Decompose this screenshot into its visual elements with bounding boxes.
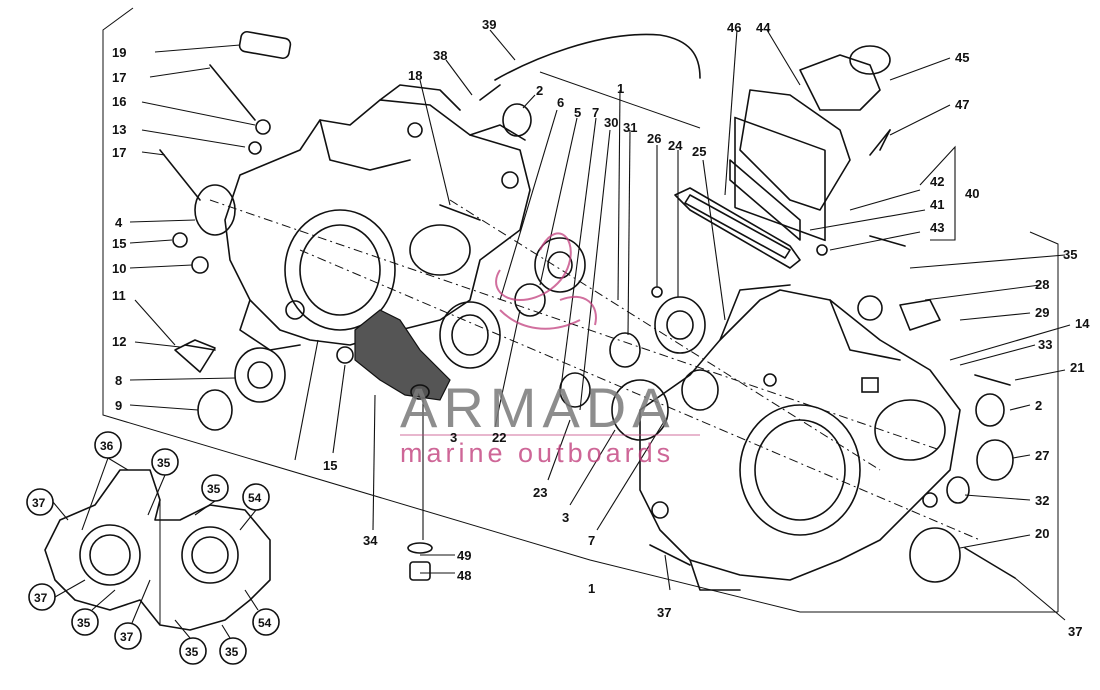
- label-2-top: 2: [536, 83, 543, 98]
- label-23: 23: [533, 485, 547, 500]
- inset-label-37-c: 37: [120, 630, 134, 644]
- label-5: 5: [574, 105, 581, 120]
- label-21: 21: [1070, 360, 1084, 375]
- label-24: 24: [668, 138, 683, 153]
- label-10: 10: [112, 261, 126, 276]
- label-16: 16: [112, 94, 126, 109]
- label-36-bottom: 37: [657, 605, 671, 620]
- label-43: 43: [930, 220, 944, 235]
- label-41: 41: [930, 197, 944, 212]
- label-35-right: 35: [1063, 247, 1077, 262]
- label-8: 8: [115, 373, 122, 388]
- inset-labels: 36 35 35 54 37 37: [26, 431, 280, 665]
- inset-callout-37-b: 37: [28, 579, 86, 611]
- label-27: 27: [1035, 448, 1049, 463]
- label-1-top: 1: [617, 81, 624, 96]
- inset-label-54-a: 54: [248, 491, 262, 505]
- label-9: 9: [115, 398, 122, 413]
- label-37-right: 37: [1068, 624, 1082, 639]
- inset-label-54-b: 54: [258, 616, 272, 630]
- label-46: 46: [727, 20, 741, 35]
- inset-callout-35-d: 35: [174, 619, 207, 665]
- inset-label-35-a: 35: [157, 456, 171, 470]
- label-20: 19: [112, 45, 126, 60]
- label-47: 47: [955, 97, 969, 112]
- label-40: 40: [965, 186, 979, 201]
- label-48: 48: [457, 568, 471, 583]
- inset-label-35-c: 35: [77, 616, 91, 630]
- label-17-mid: 17: [112, 145, 126, 160]
- inset-crankcase-view: [44, 469, 271, 631]
- label-38: 38: [433, 48, 447, 63]
- label-49: 49: [457, 548, 471, 563]
- label-7-top: 7: [592, 105, 599, 120]
- watermark-tagline: marine outboards: [400, 438, 674, 468]
- watermark-brand: ARMADA: [400, 376, 676, 439]
- label-32: 32: [1035, 493, 1049, 508]
- inset-callout-35-a: 35: [147, 448, 179, 516]
- label-42: 42: [930, 174, 944, 189]
- label-13: 13: [112, 122, 126, 137]
- label-39: 39: [482, 17, 496, 32]
- label-29: 29: [1035, 305, 1049, 320]
- inset-label-37-b: 37: [34, 591, 48, 605]
- label-19: 18: [408, 68, 422, 83]
- watermark: ARMADA marine outboards: [400, 232, 700, 468]
- label-3-left: 3: [450, 430, 457, 445]
- label-45: 45: [955, 50, 969, 65]
- inset-label-36: 36: [100, 439, 114, 453]
- label-2-right: 2: [1035, 398, 1042, 413]
- label-17-top: 17: [112, 70, 126, 85]
- label-1-bottom: 1: [588, 581, 595, 596]
- reed-valve-assembly: [684, 45, 891, 259]
- drain-plug: [407, 384, 433, 581]
- label-6: 6: [557, 95, 564, 110]
- fasteners: [159, 30, 1016, 579]
- inset-label-37-a: 37: [32, 496, 46, 510]
- label-28: 28: [1035, 277, 1049, 292]
- inset-callout-35-c: 35: [71, 589, 116, 636]
- inset-callout-54-a: 54: [239, 483, 270, 531]
- label-22: 22: [492, 430, 506, 445]
- inset-callout-37-a: 37: [26, 488, 69, 521]
- inset-callout-35-e: 35: [219, 624, 247, 665]
- axis-lines: [209, 199, 981, 541]
- inset-label-35-e: 35: [225, 645, 239, 659]
- label-3-bottom: 3: [562, 510, 569, 525]
- armada-logo-icon: [495, 232, 597, 330]
- inset-callout-36: 36: [81, 431, 129, 531]
- label-33: 33: [1038, 337, 1052, 352]
- label-14: 14: [1075, 316, 1090, 331]
- bearings-and-seals: [194, 103, 1014, 583]
- label-12: 12: [112, 334, 126, 349]
- left-crankcase-half: [224, 84, 531, 351]
- part-labels: 19 17 16 13 17 4 15 10 11 12 8 9 15 34 3…: [112, 17, 1090, 639]
- right-crankcase-half: [639, 284, 961, 591]
- inset-callout-35-b: 35: [194, 474, 229, 516]
- inset-label-35-d: 35: [185, 645, 199, 659]
- label-18: 20: [1035, 526, 1049, 541]
- label-34: 34: [363, 533, 378, 548]
- label-30: 30: [604, 115, 618, 130]
- label-26: 26: [647, 131, 661, 146]
- gaskets: [354, 187, 941, 401]
- label-11: 11: [112, 288, 126, 303]
- inset-callout-37-c: 37: [114, 579, 151, 650]
- label-7-bottom: 7: [588, 533, 595, 548]
- label-31: 31: [623, 120, 637, 135]
- label-44: 44: [756, 20, 771, 35]
- label-15-bottom: 15: [323, 458, 337, 473]
- inset-callout-54-b: 54: [244, 589, 280, 636]
- label-15-left: 15: [112, 236, 126, 251]
- label-25: 25: [692, 144, 706, 159]
- leader-lines: [129, 29, 1071, 621]
- label-4: 4: [115, 215, 123, 230]
- inset-label-35-b: 35: [207, 482, 221, 496]
